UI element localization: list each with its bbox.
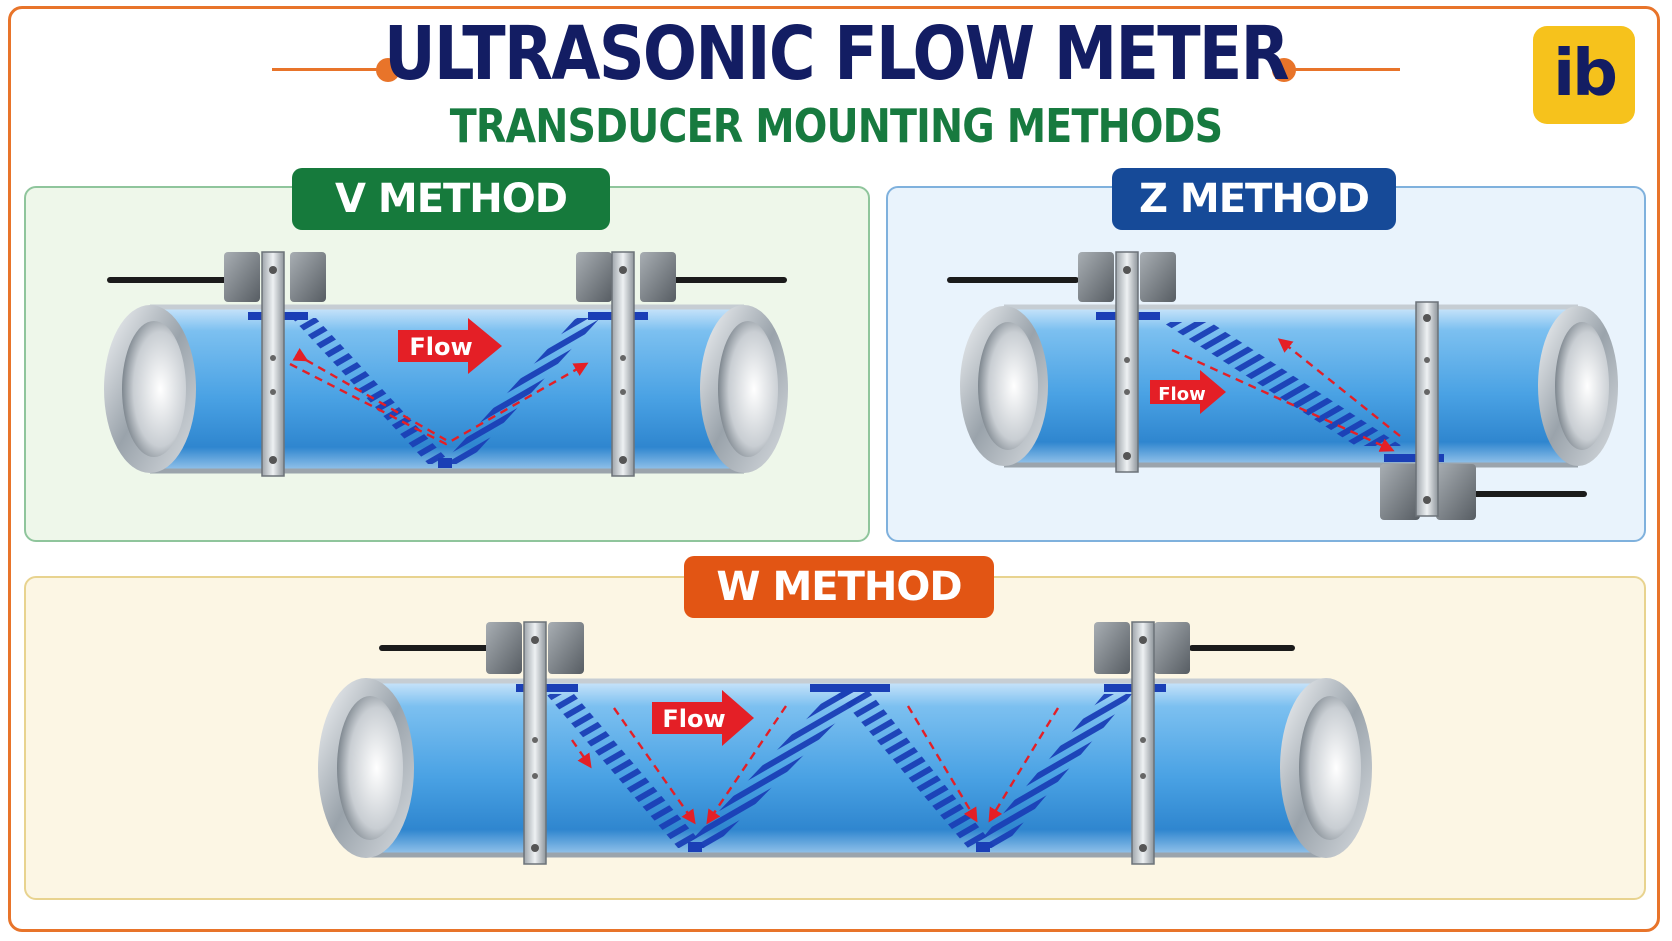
ultrasonic-beam: [442, 318, 600, 464]
clamp-icon: [1115, 251, 1139, 473]
ultrasonic-beam: [834, 690, 996, 848]
signal-arrow-icon: [1171, 348, 1395, 452]
transducer-icon: [486, 622, 584, 692]
ultrasonic-beam: [684, 690, 868, 848]
clamp-icon: [1415, 301, 1439, 517]
flow-label: Flow: [1158, 384, 1205, 405]
logo-text: ib: [1553, 37, 1618, 111]
flow-label: Flow: [409, 333, 472, 361]
clamp-icon: [611, 251, 635, 477]
title-dot-left: [376, 58, 400, 82]
page-subtitle: TRANSDUCER MOUNTING METHODS: [449, 99, 1223, 153]
clamp-icon: [523, 621, 547, 865]
clamp-icon: [1131, 621, 1155, 865]
clamp-icon: [261, 251, 285, 477]
title-rule-left: [272, 68, 388, 71]
signal-arrow-icon: [613, 707, 696, 825]
signal-arrow-icon: [289, 362, 589, 446]
signal-arrow-icon: [988, 707, 1060, 823]
w-method-badge: W METHOD: [684, 556, 994, 618]
signal-arrow-icon: [706, 705, 787, 825]
signal-arrow-icon: [1277, 338, 1401, 437]
signal-arrow-icon: [571, 739, 592, 769]
v-method-diagram: Flow: [104, 251, 788, 477]
transducer-icon: [1380, 454, 1476, 520]
z-method-diagram: Flow: [947, 251, 1618, 520]
title-dot-right: [1272, 58, 1296, 82]
flow-arrow-icon: Flow: [652, 690, 754, 746]
flow-arrow-icon: Flow: [398, 318, 502, 374]
z-method-badge: Z METHOD: [1112, 168, 1396, 230]
page-title: ULTRASONIC FLOW METER: [384, 11, 1290, 97]
w-method-diagram: Flow: [318, 621, 1372, 865]
ultrasonic-beam: [546, 694, 706, 848]
ultrasonic-beam: [974, 694, 1132, 848]
ultrasonic-beam: [1162, 322, 1402, 446]
transducer-icon: [1094, 622, 1190, 692]
title-rule-right: [1284, 68, 1400, 71]
flow-label: Flow: [662, 705, 725, 733]
flow-arrow-icon: Flow: [1150, 370, 1226, 414]
ultrasonic-beam: [292, 318, 452, 464]
v-method-badge: V METHOD: [292, 168, 610, 230]
ib-logo: ib: [1533, 26, 1635, 124]
